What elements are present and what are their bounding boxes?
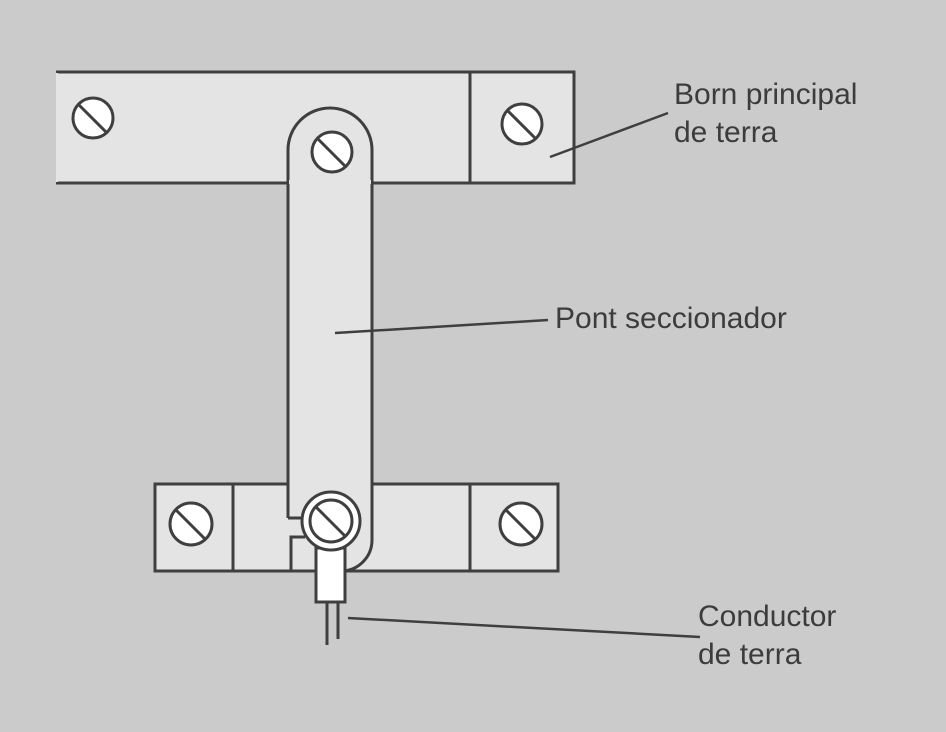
screw-icon	[71, 96, 115, 140]
screw-icon	[498, 501, 544, 547]
label-main-earth-terminal: Born principal de terra	[674, 76, 857, 152]
leader-lines	[334, 111, 701, 639]
screw-icon	[168, 501, 214, 547]
label-line: Conductor	[698, 600, 837, 633]
label-line: Born principal	[674, 78, 858, 111]
screw-icon	[310, 130, 354, 174]
label-earth-conductor: Conductor de terra	[698, 598, 836, 674]
screws	[71, 96, 544, 552]
cable-lug	[314, 546, 347, 645]
label-bridge: Pont seccionador	[555, 302, 787, 335]
screw-with-ring-icon	[300, 490, 362, 552]
label-line: de terra	[698, 638, 802, 671]
screw-icon	[500, 102, 544, 146]
label-line: de terra	[674, 116, 778, 149]
disconnect-bridge	[286, 106, 374, 573]
